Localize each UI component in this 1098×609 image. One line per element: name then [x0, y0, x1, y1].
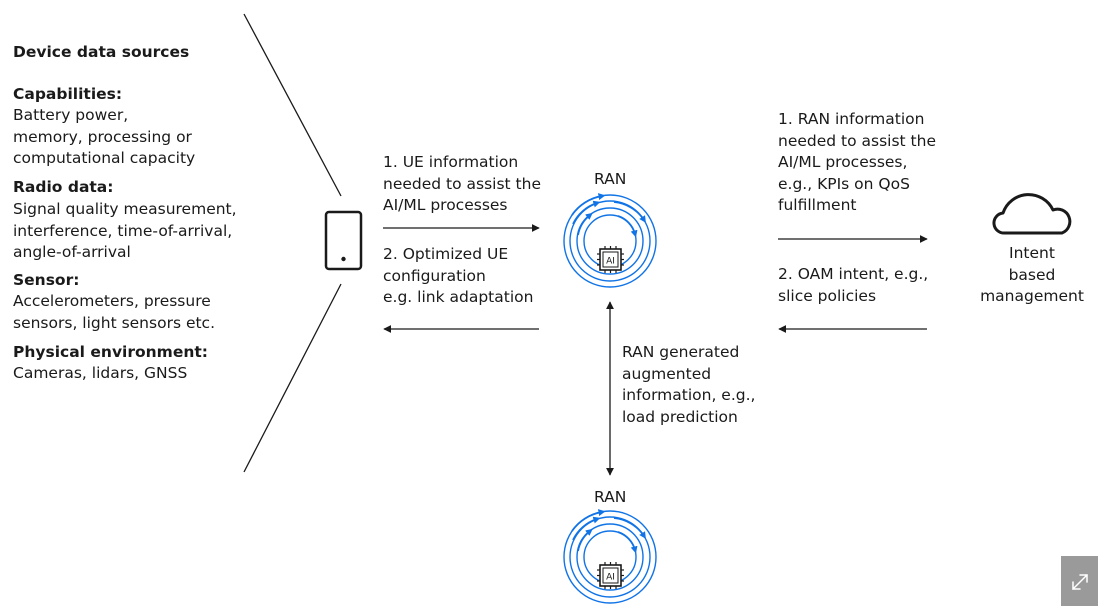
expand-icon — [1072, 574, 1088, 590]
ran-top-label: RAN — [594, 170, 627, 188]
ran-top-icon: AI — [563, 193, 657, 288]
oam-uplink-label: 1. RAN information needed to assist the … — [778, 110, 936, 214]
sensor-text: Accelerometers, pressure sensors, light … — [13, 292, 216, 332]
capabilities-text: Battery power, memory, processing or com… — [13, 106, 196, 167]
wedge-line-bottom — [243, 283, 342, 473]
ran-link-label: RAN generated augmented information, e.g… — [622, 343, 756, 426]
wedge-line-top — [243, 13, 342, 197]
ai-chip-icon: AI — [597, 246, 624, 273]
radio-data-text: Signal quality measurement, interference… — [13, 200, 237, 261]
panel-title: Device data sources — [13, 43, 190, 61]
ran-bottom-chip-label: AI — [606, 573, 615, 583]
ai-chip-icon: AI — [597, 562, 624, 589]
radio-data-heading: Radio data: — [13, 178, 114, 196]
physical-environment-heading: Physical environment: — [13, 343, 208, 361]
capabilities-heading: Capabilities: — [13, 85, 123, 103]
sensor-heading: Sensor: — [13, 271, 80, 289]
ue-uplink-label: 1. UE information needed to assist the A… — [383, 153, 541, 214]
cloud-icon — [992, 193, 1072, 235]
physical-environment-text: Cameras, lidars, GNSS — [13, 364, 188, 382]
ran-top-chip-label: AI — [606, 257, 615, 267]
intent-management-label: Intent based management — [980, 244, 1084, 305]
expand-button[interactable] — [1061, 556, 1098, 606]
oam-downlink-label: 2. OAM intent, e.g., slice policies — [778, 265, 929, 305]
smartphone-icon — [324, 210, 363, 271]
ue-downlink-label: 2. Optimized UE configuration e.g. link … — [383, 245, 534, 306]
ran-bottom-icon: AI — [563, 509, 657, 604]
ran-bottom-label: RAN — [594, 488, 627, 506]
